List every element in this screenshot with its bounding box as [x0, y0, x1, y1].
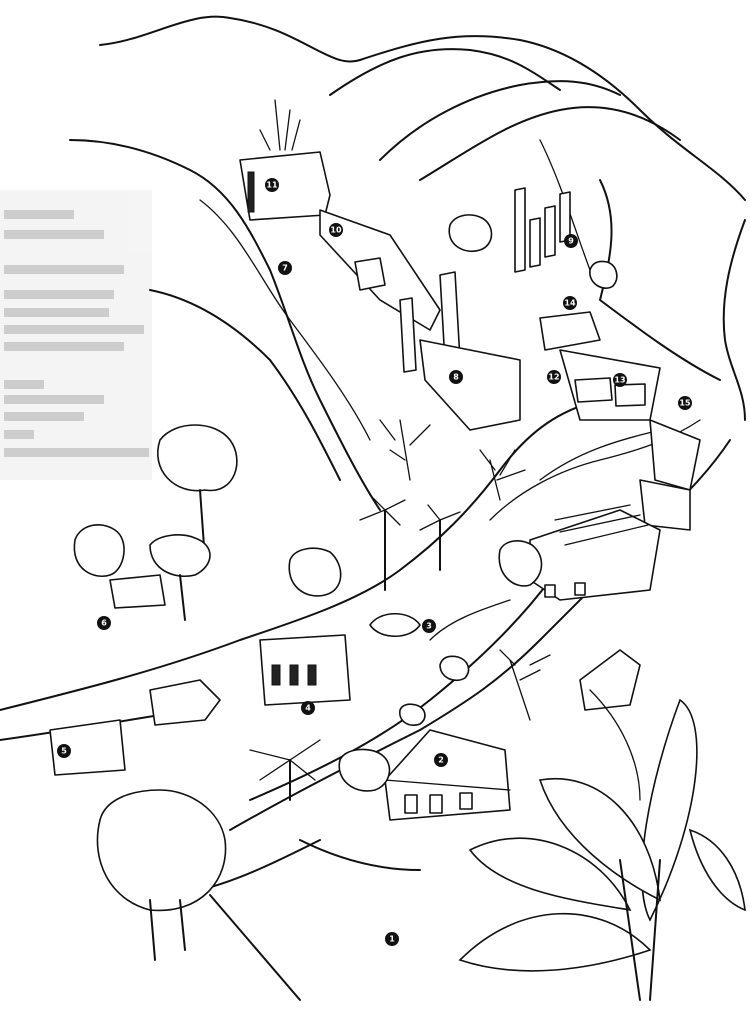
svg-text:1: 1: [389, 935, 395, 944]
faded-legend-panel: [0, 190, 152, 480]
site-marker-14[interactable]: 14: [563, 296, 577, 310]
svg-text:12: 12: [548, 373, 559, 382]
site-marker-9[interactable]: 9: [564, 234, 578, 248]
site-marker-7[interactable]: 7: [278, 261, 292, 275]
svg-text:14: 14: [564, 299, 576, 308]
faded-legend-line: [4, 430, 34, 439]
site-marker-2[interactable]: 2: [434, 753, 448, 767]
site-marker-3[interactable]: 3: [422, 619, 436, 633]
vegetation: [73, 99, 618, 961]
site-marker-15[interactable]: 15: [678, 396, 692, 410]
faded-legend-line: [4, 308, 109, 317]
faded-legend-line: [4, 448, 149, 457]
mountain-ridges: [69, 15, 746, 511]
site-marker-8[interactable]: 8: [449, 370, 463, 384]
svg-text:11: 11: [266, 181, 278, 190]
buildings-lower: [49, 504, 661, 821]
svg-text:5: 5: [61, 747, 67, 756]
faded-legend-line: [4, 342, 124, 351]
site-marker-12[interactable]: 12: [547, 370, 561, 384]
svg-text:6: 6: [101, 619, 107, 628]
faded-legend-line: [4, 325, 144, 334]
faded-legend-line: [4, 412, 84, 421]
faded-legend-line: [4, 265, 124, 274]
site-marker-1[interactable]: 1: [385, 932, 399, 946]
banana-plant: [458, 689, 746, 1001]
site-marker-10[interactable]: 10: [329, 223, 343, 237]
site-marker-11[interactable]: 11: [265, 178, 279, 192]
site-markers: 1 2 3 4 5 6 7 8 9 10 11 12 13 14 15: [57, 178, 692, 946]
faded-legend-line: [4, 380, 44, 389]
faded-legend-line: [4, 230, 104, 239]
svg-text:10: 10: [330, 226, 342, 235]
faded-legend-line: [4, 210, 74, 219]
svg-text:8: 8: [453, 373, 459, 382]
faded-legend-line: [4, 290, 114, 299]
svg-text:4: 4: [305, 704, 311, 713]
svg-text:9: 9: [568, 237, 574, 246]
ruins-upper: [239, 151, 701, 531]
faded-legend-line: [4, 395, 104, 404]
svg-text:13: 13: [614, 376, 625, 385]
site-marker-13[interactable]: 13: [613, 373, 627, 387]
site-marker-6[interactable]: 6: [97, 616, 111, 630]
svg-text:7: 7: [282, 264, 288, 273]
site-marker-4[interactable]: 4: [301, 701, 315, 715]
svg-text:2: 2: [438, 756, 444, 765]
site-marker-5[interactable]: 5: [57, 744, 71, 758]
svg-text:15: 15: [679, 399, 691, 408]
svg-text:3: 3: [426, 622, 432, 631]
